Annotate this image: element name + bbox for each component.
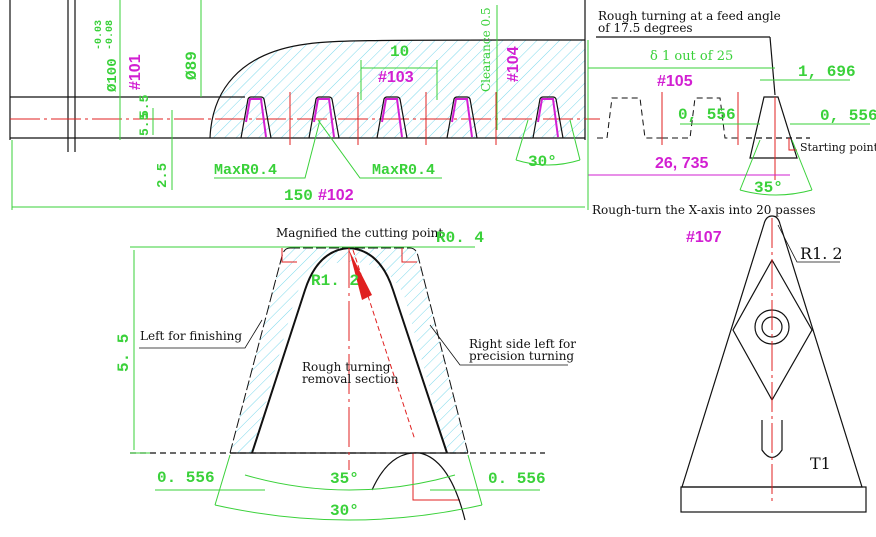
- detail-title: Magnified the cutting point: [276, 226, 443, 240]
- feed-diagram: [587, 36, 870, 210]
- angle-30-top: 30°: [528, 153, 557, 171]
- diameter-89-label: Ø89: [183, 51, 201, 80]
- thread-tooth: [446, 96, 478, 139]
- clearance-label: Clearance 0.5: [479, 7, 493, 92]
- feed-angle-note: Rough turning at a feed angle: [598, 9, 781, 23]
- height-5-5: 5. 5: [115, 334, 133, 372]
- dim-2-5: 2.5: [155, 163, 171, 188]
- tag-102: #102: [318, 187, 354, 204]
- length-150: 150: [284, 187, 313, 205]
- thread-tooth: [308, 96, 340, 139]
- max-radius-right: MaxR0.4: [372, 162, 435, 179]
- radius-0-4: R0. 4: [436, 229, 484, 247]
- tooth-profile-highlight: [313, 98, 335, 138]
- tool-id-t1: T1: [810, 454, 831, 473]
- tooth-profile-highlight: [245, 98, 267, 138]
- top-dimensions: [11, 0, 585, 210]
- diameter-lower-tolerance: -0.08: [105, 20, 116, 50]
- cutting-tool-insert: [680, 215, 867, 513]
- tooth-profile-highlight: [451, 98, 473, 138]
- thread-teeth: [240, 92, 564, 145]
- thread-tooth: [376, 96, 408, 139]
- detail-angle-35: 35°: [330, 470, 359, 488]
- detail-angle-30: 30°: [330, 502, 359, 520]
- dim-0-556-right: 0, 556: [820, 107, 876, 125]
- tag-101: #101: [127, 54, 144, 90]
- right-finishing-label-2: precision turning: [469, 349, 574, 363]
- detail-0-556-right: 0. 556: [488, 470, 546, 488]
- passes-note: Rough-turn the X-axis into 20 passes: [592, 203, 816, 217]
- removal-section-label: Rough turning: [302, 360, 391, 374]
- right-finishing-label: Right side left for: [469, 337, 576, 351]
- dim-1-696: 1, 696: [798, 63, 856, 81]
- detail-0-556-left: 0. 556: [157, 469, 215, 487]
- radius-1-2: R1. 2: [311, 272, 359, 290]
- magnified-tooth: [130, 246, 568, 521]
- feed-angle-note-2: of 17.5 degrees: [598, 21, 693, 35]
- tag-104: #104: [505, 46, 522, 82]
- angle-35-right: 35°: [754, 179, 783, 197]
- dim-0-556-left: 0, 556: [678, 106, 736, 124]
- thread-tooth: [240, 96, 272, 139]
- diameter-100-label: Ø100: [105, 58, 121, 92]
- pitch-label: 10: [390, 43, 409, 61]
- starting-point-label: Starting point: [800, 141, 876, 154]
- tag-103: #103: [378, 69, 414, 86]
- tooth-profile-highlight: [537, 98, 559, 138]
- tag-107: #107: [686, 229, 722, 246]
- dim-26-735: 26, 735: [655, 155, 708, 172]
- diameter-upper-tolerance: -0.03: [94, 20, 105, 50]
- workpiece-section: [9, 0, 600, 152]
- dim-5-5-lower: 5.5: [137, 112, 152, 136]
- thread-tooth: [532, 96, 564, 139]
- max-radius-left: MaxR0.4: [214, 162, 277, 179]
- tool-radius-1-2: R1. 2: [800, 244, 843, 263]
- delta-label: δ 1 out of 25: [650, 49, 733, 64]
- removal-section-label-2: removal section: [302, 372, 399, 386]
- tag-105: #105: [657, 73, 693, 90]
- tooth-profile-highlight: [381, 98, 403, 138]
- dim-5-5-upper: 5.5: [137, 94, 152, 118]
- left-finishing-label: Left for finishing: [140, 329, 242, 343]
